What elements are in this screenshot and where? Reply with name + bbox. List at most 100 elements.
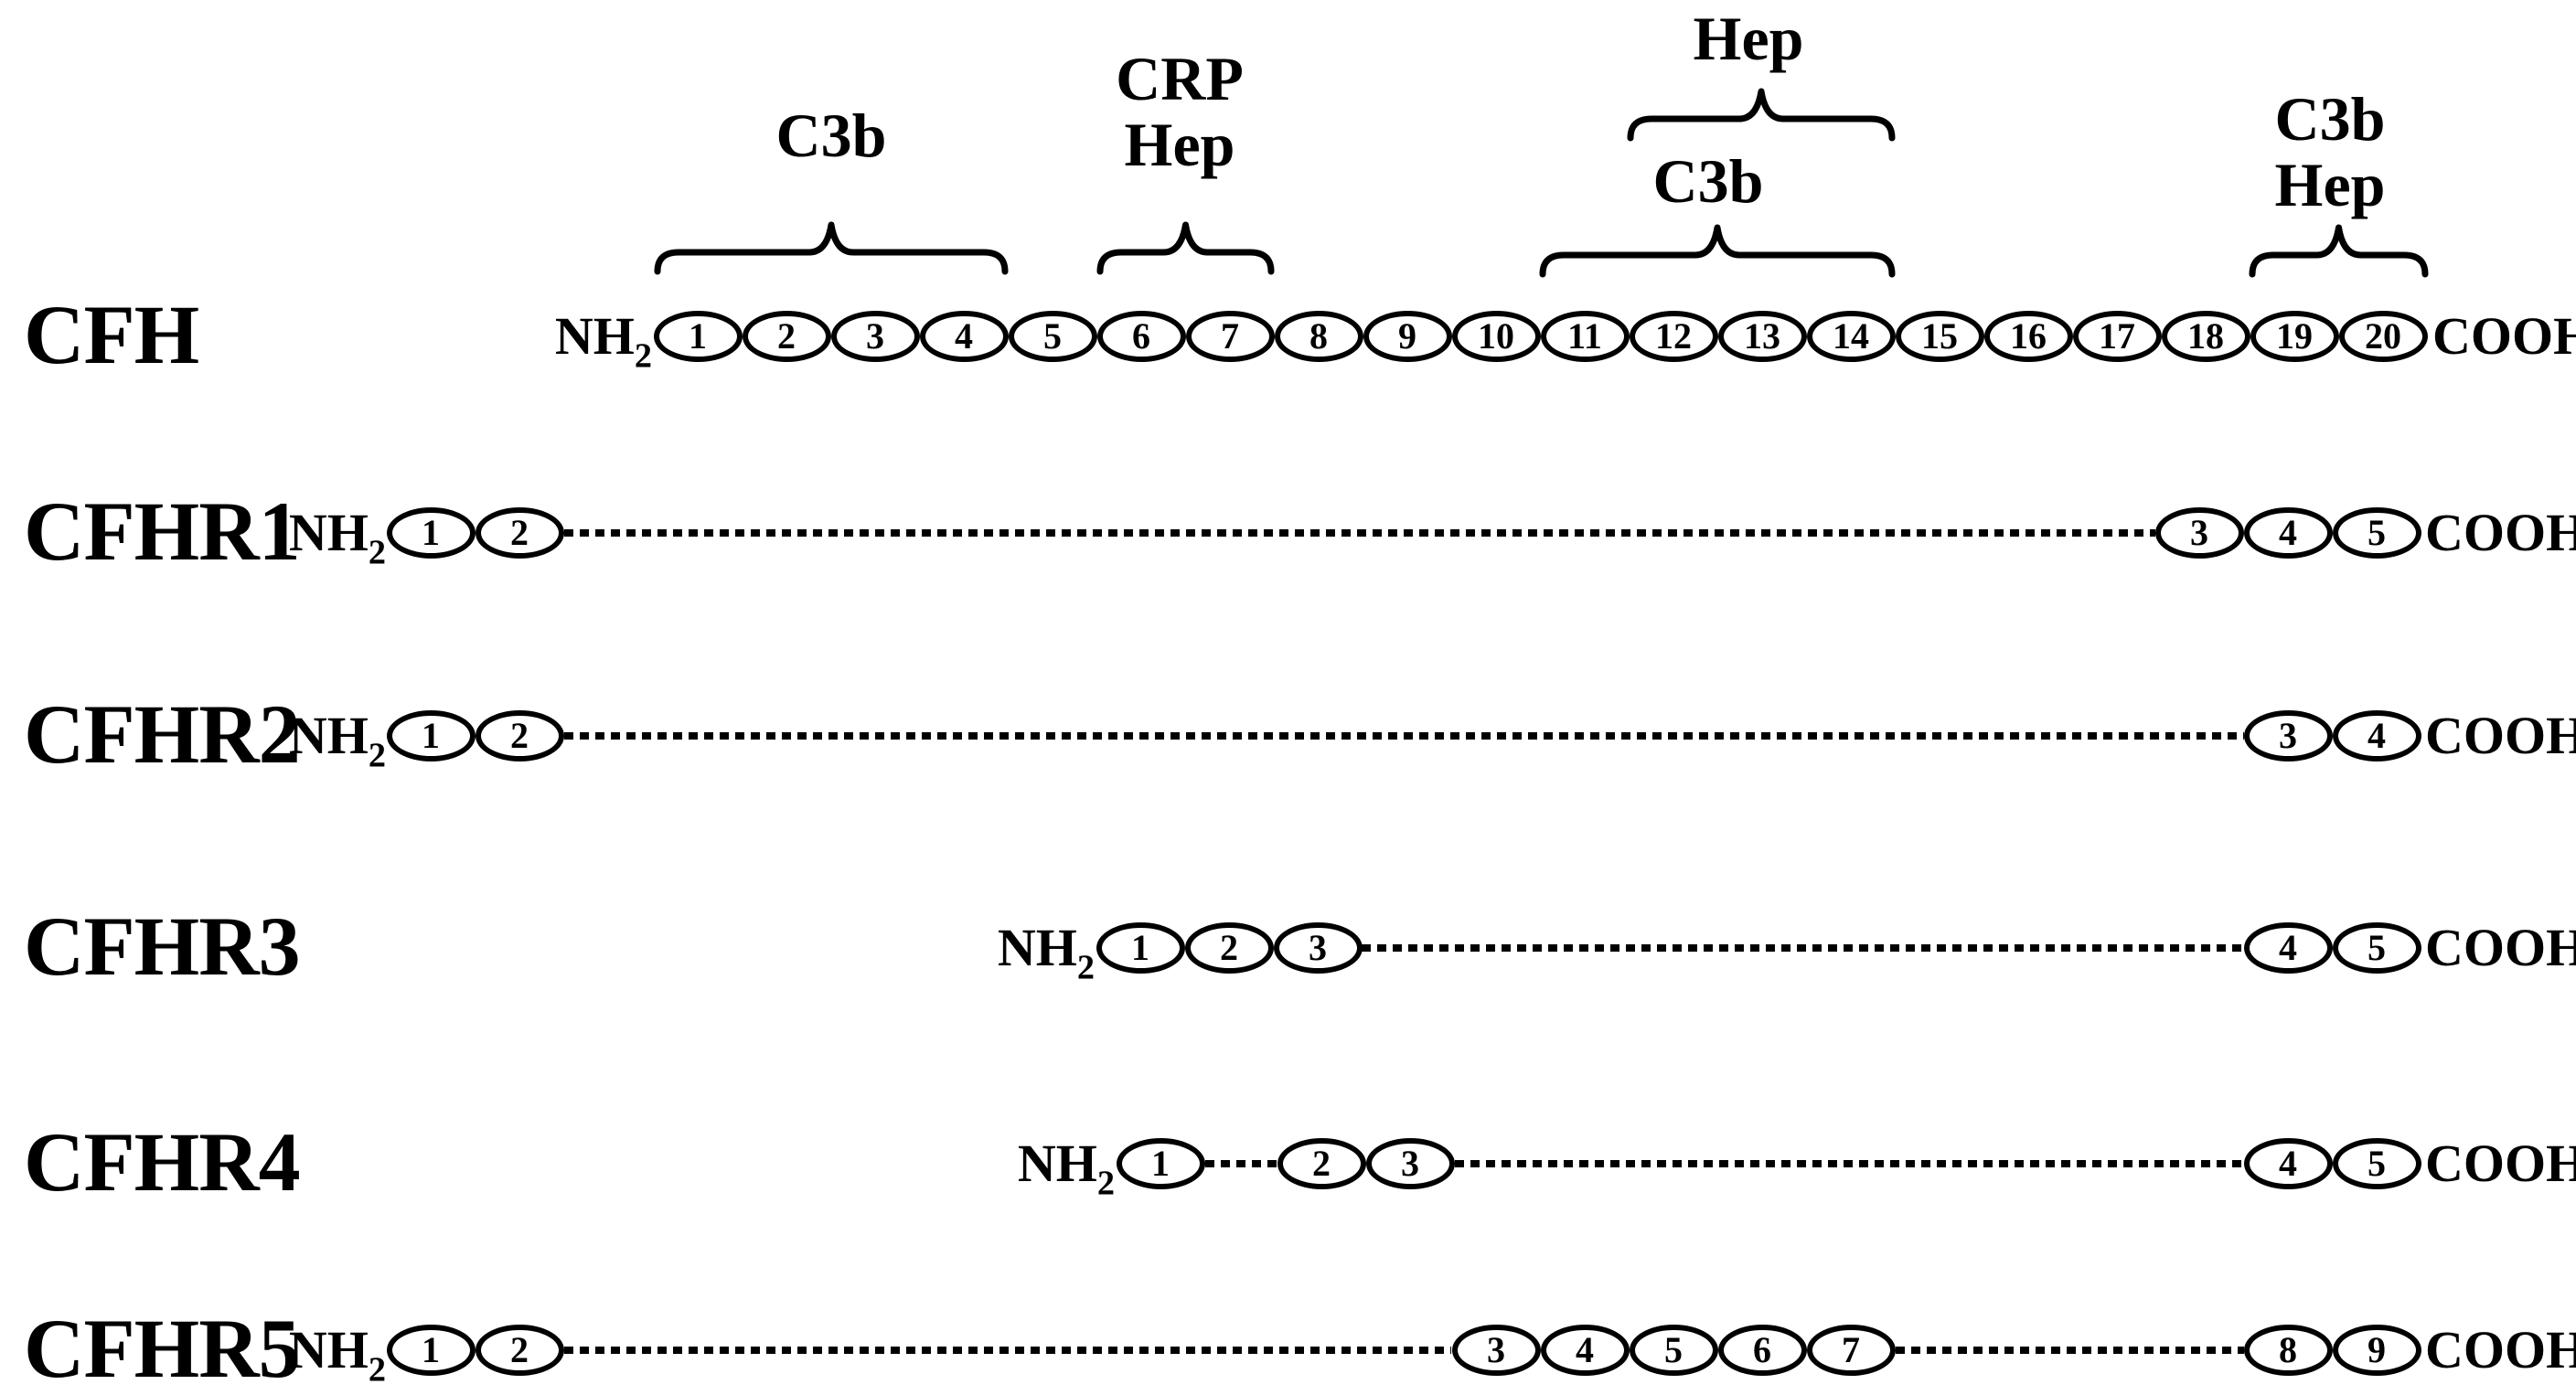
brace-icon-crp-hep-scr6-7 [1096, 221, 1275, 275]
protein-name-label-CFHR3: CFHR3 [24, 900, 301, 994]
brace-icon-c3b-hep-scr19-20 [2249, 224, 2429, 278]
brace-icon-c3b-scr1-4 [654, 221, 1009, 275]
scr-domain-number: 2 [1312, 1143, 1331, 1184]
scr-domain: 17 [2072, 311, 2162, 362]
scr-domain-number: 3 [866, 315, 884, 357]
brace-icon-hep-scr12-14 [1627, 88, 1896, 142]
scr-domain: 4 [919, 311, 1009, 362]
n-terminus-label: NH2 [289, 506, 386, 570]
n-terminus-text: NH [554, 306, 635, 366]
scr-domain: 1 [1096, 922, 1185, 974]
n-terminus-label: NH2 [997, 918, 1095, 985]
scr-domain: 15 [1895, 311, 1984, 362]
scr-domain-number: 4 [955, 315, 973, 357]
n-terminus-subscript: 2 [1076, 948, 1095, 987]
scr-domain-number: 5 [2368, 1143, 2386, 1184]
protein-name-label-CFHR5: CFHR5 [24, 1302, 301, 1395]
scr-domain: 14 [1806, 311, 1896, 362]
scr-domain: 1 [1116, 1138, 1205, 1189]
n-terminus-text: NH [288, 706, 369, 765]
n-terminus-label: NH2 [288, 706, 386, 773]
scr-domain-number: 1 [1131, 927, 1149, 968]
scr-domain-number: 9 [2368, 1329, 2386, 1370]
scr-domain: 1 [386, 1325, 476, 1376]
scr-domain: 5 [2332, 507, 2421, 559]
linker-dots [564, 1347, 1451, 1354]
scr-domain: 9 [2332, 1325, 2421, 1376]
scr-domain-number: 7 [1221, 315, 1239, 357]
scr-domain: 3 [830, 311, 920, 362]
scr-domain-number: 7 [1842, 1329, 1860, 1370]
n-terminus-text: NH [288, 1320, 369, 1379]
scr-domain: 13 [1717, 311, 1807, 362]
scr-domain: 5 [1008, 311, 1097, 362]
scr-domain-number: 18 [2187, 315, 2224, 357]
binding-site-label: Hep [1124, 110, 1235, 179]
c-terminus-label: COOH [2425, 1320, 2576, 1379]
scr-domain: 11 [1540, 311, 1630, 362]
scr-domain-number: 4 [1576, 1329, 1594, 1370]
linker-dots [1362, 944, 2244, 952]
scr-domain-number: 13 [1744, 315, 1780, 357]
linker-dots [564, 732, 2244, 740]
scr-domain: 6 [1717, 1325, 1807, 1376]
scr-domain-number: 9 [1398, 315, 1416, 357]
scr-domain: 8 [2243, 1325, 2333, 1376]
scr-domain-number: 17 [2099, 315, 2135, 357]
scr-domain-number: 3 [1487, 1329, 1505, 1370]
scr-domain: 7 [1185, 311, 1275, 362]
linker-dots [564, 529, 2155, 537]
scr-domain-number: 3 [1401, 1143, 1419, 1184]
scr-domain-number: 2 [1220, 927, 1238, 968]
scr-domain: 3 [1365, 1138, 1455, 1189]
scr-domain: 1 [386, 710, 476, 761]
scr-domain: 1 [386, 507, 476, 559]
c-terminus-label: COOH [2432, 306, 2576, 366]
scr-domain: 3 [1451, 1325, 1541, 1376]
scr-domain: 4 [2243, 922, 2333, 974]
n-terminus-text: NH [997, 918, 1077, 977]
scr-domain-number: 1 [422, 1329, 440, 1370]
scr-domain-number: 8 [2279, 1329, 2297, 1370]
scr-domain-number: 20 [2365, 315, 2401, 357]
scr-domain: 16 [1983, 311, 2073, 362]
linker-dots [1455, 1160, 2244, 1167]
protein-name-label-CFHR2: CFHR2 [24, 687, 301, 782]
linker-dots [1896, 1347, 2244, 1354]
scr-domain-number: 5 [1664, 1329, 1683, 1370]
scr-domain: 4 [2243, 507, 2333, 559]
scr-domain: 7 [1806, 1325, 1896, 1376]
scr-domain: 2 [1277, 1138, 1366, 1189]
scr-domain: 1 [653, 311, 743, 362]
brace-icon-c3b-scr11-14 [1539, 224, 1896, 278]
scr-domain-number: 1 [422, 715, 440, 756]
scr-domain: 4 [2332, 710, 2421, 761]
protein-name-label-CFH: CFH [24, 288, 199, 382]
scr-domain: 20 [2338, 311, 2428, 362]
binding-site-label: C3b [775, 101, 887, 170]
n-terminus-subscript: 2 [368, 533, 386, 572]
scr-domain: 4 [2243, 1138, 2333, 1189]
scr-domain-number: 2 [510, 715, 529, 756]
scr-domain: 2 [475, 710, 564, 761]
scr-domain-number: 1 [689, 315, 707, 357]
scr-domain: 3 [2154, 507, 2244, 559]
scr-domain: 2 [1184, 922, 1274, 974]
scr-domain-number: 12 [1655, 315, 1692, 357]
scr-domain: 4 [1540, 1325, 1630, 1376]
n-terminus-subscript: 2 [368, 736, 386, 775]
scr-domain-number: 3 [1309, 927, 1327, 968]
scr-domain: 18 [2161, 311, 2250, 362]
scr-domain-number: 1 [1151, 1143, 1170, 1184]
scr-domain: 19 [2250, 311, 2339, 362]
n-terminus-subscript: 2 [634, 336, 652, 376]
scr-domain: 3 [1273, 922, 1363, 974]
scr-domain-number: 5 [1043, 315, 1062, 357]
n-terminus-label: NH2 [1018, 1137, 1115, 1201]
c-terminus-label: COOH [2425, 706, 2576, 765]
c-terminus-label: COOH [2425, 503, 2576, 562]
scr-domain-number: 2 [777, 315, 796, 357]
scr-domain: 8 [1274, 311, 1363, 362]
scr-domain: 9 [1363, 311, 1452, 362]
